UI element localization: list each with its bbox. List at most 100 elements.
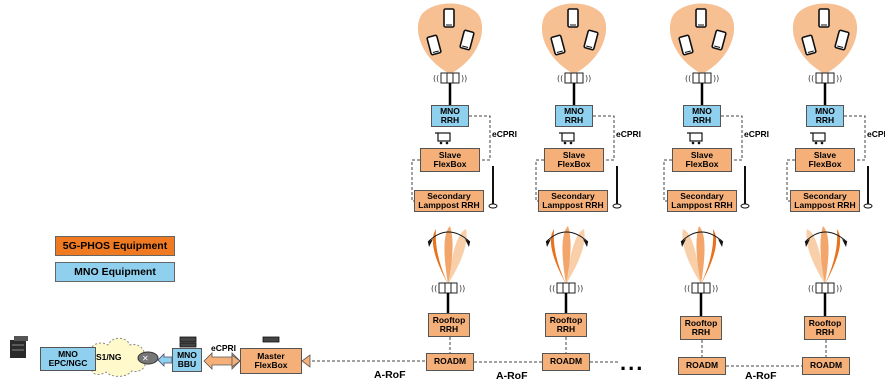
mno-rrh-box: MNO RRH [806, 105, 844, 127]
roadm-box: ROADM [678, 357, 726, 375]
master-flexbox-box: Master FlexBox [240, 348, 302, 374]
coverage-area [417, 3, 483, 74]
roadm-box: ROADM [802, 357, 850, 375]
rooftop-rrh-label: Rooftop RRH [684, 317, 718, 337]
ecpri-label: eCPRI [492, 129, 518, 139]
signal-left-icon: (( [808, 74, 814, 83]
signal-right-icon: )) [713, 74, 719, 83]
beam-steer-arrow [545, 231, 589, 243]
rooftop-antenna-icon [815, 282, 835, 294]
small-cell-antenna-icon [815, 72, 835, 84]
phone-icon [834, 29, 850, 51]
bbu-arrow [157, 353, 173, 367]
coverage-area [669, 3, 735, 74]
arof-label-2: A-RoF [496, 370, 528, 382]
rooftop-rrh-box: Rooftop RRH [680, 316, 722, 340]
secondary-lamppost-rrh-box: Secondary Lamppost RRH [790, 190, 860, 212]
beam-steer-arrow [804, 231, 848, 243]
small-cell-antenna-icon [564, 72, 584, 84]
signal-left-icon: (( [685, 74, 691, 83]
signal-left-icon: (( [808, 284, 814, 293]
rooftop-antenna-icon [438, 282, 458, 294]
roadm-label: ROADM [685, 360, 719, 371]
small-cell-antenna-icon [692, 72, 712, 84]
slave-flexbox-label: Slave FlexBox [685, 149, 719, 169]
flexbox-card-icon [812, 132, 826, 142]
phone-icon [695, 8, 707, 28]
flexbox-card-icon [689, 132, 703, 142]
flexbox-card-icon [561, 132, 575, 142]
mno-bbu-label: MNO BBU [177, 349, 197, 369]
master-arrow-tail [231, 354, 241, 368]
ecpri-dashed-link [469, 115, 491, 161]
flexbox-card-icon [437, 132, 451, 142]
master-flexbox-label: Master FlexBox [254, 350, 288, 370]
slave-flexbox-box: Slave FlexBox [795, 148, 855, 172]
secondary-lamppost-rrh-box: Secondary Lamppost RRH [667, 190, 737, 212]
secondary-lamppost-rrh-box: Secondary Lamppost RRH [414, 190, 484, 212]
ecpri-dashed-link [721, 115, 743, 161]
signal-left-icon: (( [684, 284, 690, 293]
legend-mno: MNO Equipment [55, 262, 175, 282]
secondary-lamppost-rrh-label: Secondary Lamppost RRH [418, 190, 480, 210]
slave-to-secondary-link [786, 159, 795, 202]
signal-left-icon: (( [557, 74, 563, 83]
ellipsis: ... [620, 350, 645, 375]
rooftop-rrh-box: Rooftop RRH [545, 313, 587, 337]
secondary-lamppost-rrh-box: Secondary Lamppost RRH [538, 190, 608, 212]
svg-text:✕: ✕ [142, 354, 149, 363]
rooftop-antenna-icon [556, 282, 576, 294]
roadm-label: ROADM [549, 356, 583, 367]
beam-lobe [806, 229, 825, 284]
beam-lobe [448, 229, 467, 284]
mno-rrh-label: MNO RRH [692, 105, 712, 125]
roadm-label: ROADM [809, 360, 843, 371]
ecpri-label: eCPRI [616, 129, 642, 139]
ecpri-label: eCPRI [744, 129, 770, 139]
beam-lobe [820, 226, 829, 284]
beam-lobe [566, 229, 585, 284]
roadm-box: ROADM [542, 353, 590, 371]
mno-rrh-box: MNO RRH [683, 105, 721, 127]
coverage-area [541, 3, 607, 74]
signal-left-icon: (( [433, 74, 439, 83]
phone-icon [583, 29, 599, 51]
phone-icon [567, 8, 579, 28]
slave-to-secondary-link [535, 159, 544, 202]
slave-to-secondary-link [411, 159, 420, 202]
ecpri-dashed-link [844, 115, 866, 161]
mno-rrh-label: MNO RRH [440, 105, 460, 125]
rooftop-rrh-label: Rooftop RRH [549, 314, 583, 334]
phone-icon [678, 34, 694, 56]
rooftop-rrh-label: Rooftop RRH [808, 317, 842, 337]
phone-icon [801, 34, 817, 56]
roadm-box: ROADM [426, 353, 474, 371]
coverage-area [792, 3, 858, 74]
slave-flexbox-box: Slave FlexBox [544, 148, 604, 172]
phone-icon [550, 34, 566, 56]
secondary-lamppost-rrh-label: Secondary Lamppost RRH [542, 190, 604, 210]
s1-ng-label: S1/NG [96, 352, 122, 362]
mno-rrh-box: MNO RRH [431, 105, 469, 127]
slave-flexbox-label: Slave FlexBox [808, 149, 842, 169]
phone-icon [426, 34, 442, 56]
ecpri-dashed-link [593, 115, 615, 161]
arof-label-3: A-RoF [745, 370, 777, 382]
bottom-ecpri-label: eCPRI [211, 343, 237, 353]
mno-rrh-box: MNO RRH [555, 105, 593, 127]
beam-lobe [701, 229, 717, 284]
beam-lobe [825, 229, 841, 284]
signal-right-icon: )) [577, 284, 583, 293]
beam-lobe [682, 229, 701, 284]
signal-right-icon: )) [459, 284, 465, 293]
arof-label-1: A-RoF [374, 369, 406, 381]
signal-right-icon: )) [461, 74, 467, 83]
master-arrow-tip [301, 354, 311, 368]
mno-epc-ngc-label: MNO EPC/NGC [48, 348, 88, 368]
rooftop-rrh-box: Rooftop RRH [804, 316, 846, 340]
legend-5g-phos: 5G-PHOS Equipment [55, 236, 175, 256]
phone-icon [818, 8, 830, 28]
secondary-lamppost-rrh-label: Secondary Lamppost RRH [794, 190, 856, 210]
phone-icon [459, 29, 475, 51]
signal-left-icon: (( [431, 284, 437, 293]
